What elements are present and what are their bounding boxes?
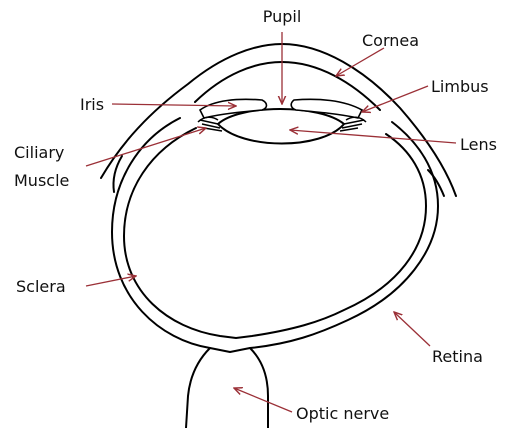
label-optic-nerve: Optic nerve (296, 404, 389, 423)
arrow-ciliary (86, 128, 206, 166)
label-cornea: Cornea (362, 31, 419, 50)
arrow-lens (290, 130, 456, 143)
sclera-outer-outline (101, 44, 456, 196)
arrow-optic-nerve (234, 388, 292, 412)
label-retina: Retina (432, 347, 483, 366)
label-lens: Lens (460, 135, 497, 154)
arrow-sclera (86, 276, 136, 286)
retina-inner-wall (124, 128, 426, 338)
label-iris: Iris (80, 95, 104, 114)
label-ciliary-line1: Ciliary (14, 143, 64, 162)
label-limbus: Limbus (431, 77, 489, 96)
optic-nerve-left (186, 348, 210, 428)
sclera-flap-left (113, 156, 122, 192)
eyeball-outer-wall (112, 118, 438, 352)
label-sclera: Sclera (16, 277, 66, 296)
label-pupil: Pupil (263, 7, 302, 26)
lens-shape (218, 109, 344, 144)
label-ciliary-line2: Muscle (14, 171, 69, 190)
arrow-retina (394, 312, 430, 346)
optic-nerve-right (250, 348, 268, 428)
arrow-limbus (362, 86, 428, 112)
